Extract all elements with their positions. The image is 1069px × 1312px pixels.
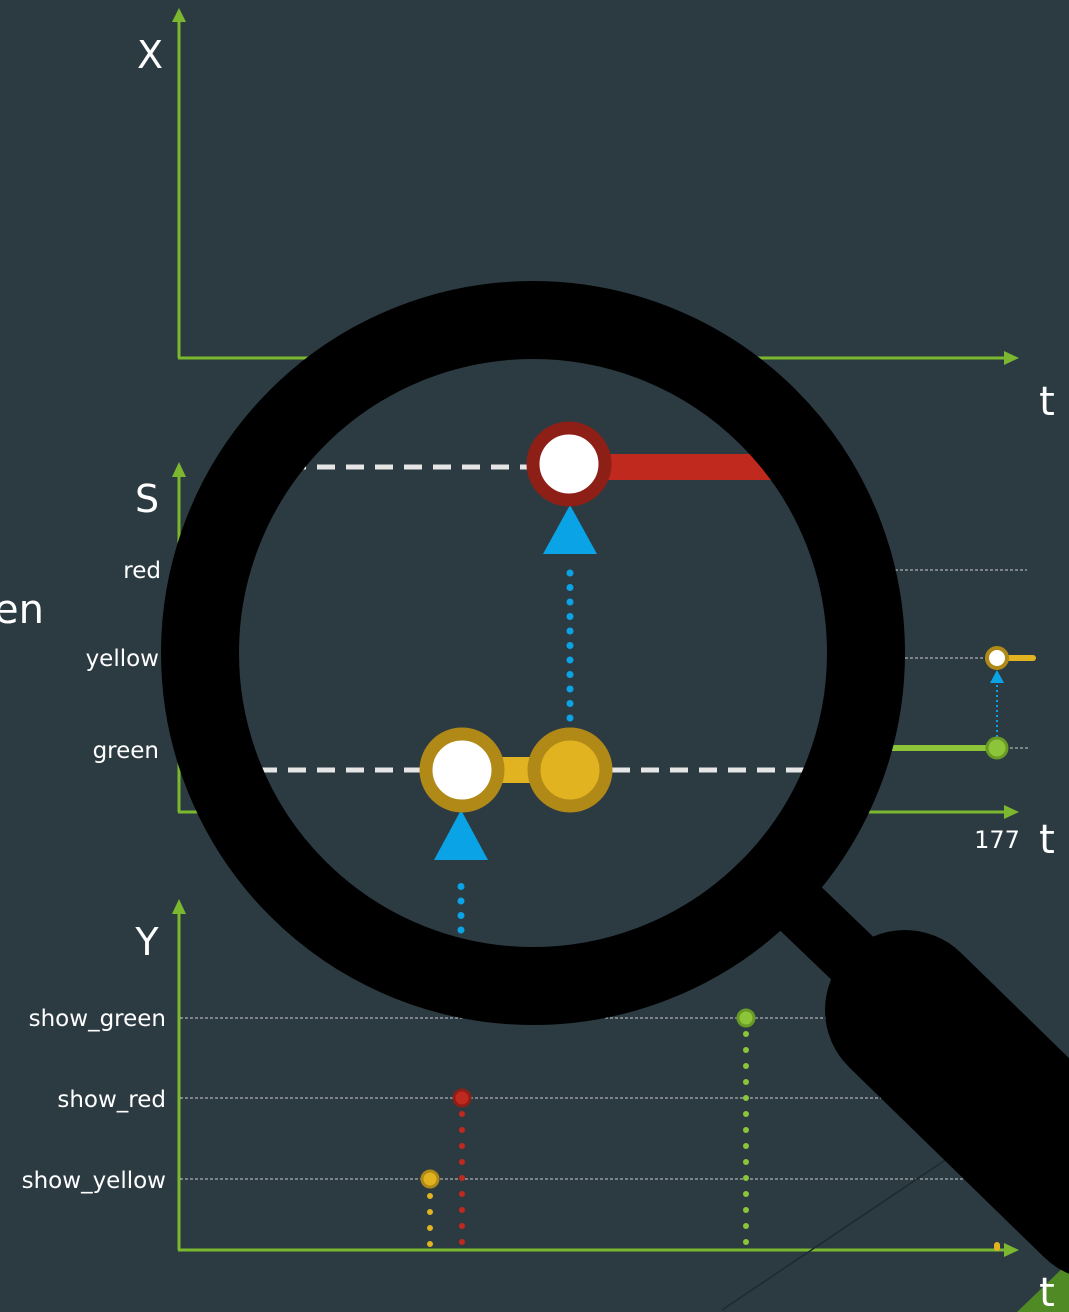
x-panel-axis-label: X (137, 33, 163, 77)
x-panel-t-arrow (1004, 351, 1019, 365)
event-marker-show-yellow (420, 1169, 440, 1189)
left-edge-text: en (0, 587, 44, 633)
s-panel-time-label: t (1039, 817, 1055, 863)
output-label-show-green: show_green (29, 1006, 166, 1032)
zoom-cue-arrow-lower (434, 810, 488, 860)
green-state-marker (985, 736, 1009, 760)
event-marker-show-green (736, 1008, 756, 1028)
s-panel-time-value: 177 (974, 826, 1020, 854)
x-panel-y-arrow (172, 8, 186, 22)
state-label-yellow: yellow (86, 646, 159, 672)
magnifier-lens (238, 358, 828, 948)
s-panel-y-arrow (172, 462, 186, 477)
y-panel-y-arrow (172, 899, 186, 914)
output-label-show-yellow: show_yellow (22, 1168, 166, 1194)
zoom-yellow-state-marker-start (419, 727, 505, 813)
x-panel-time-label: t (1039, 379, 1055, 425)
transition-cue-arrow (990, 670, 1004, 683)
magnifier-handle (825, 930, 1069, 1274)
magnifying-glass-icon (161, 281, 1069, 1274)
magnifier-rim (161, 281, 905, 1025)
y-panel-time-label: t (1039, 1270, 1055, 1312)
output-label-show-red: show_red (57, 1087, 166, 1113)
state-label-red: red (123, 558, 161, 584)
state-label-green: green (93, 738, 159, 764)
y-panel-axis-label: Y (134, 920, 159, 964)
s-panel-t-arrow (1004, 805, 1019, 819)
s-panel-axis-label: S (135, 477, 159, 521)
yellow-state-marker (985, 646, 1009, 670)
zoom-red-state-marker (526, 421, 612, 507)
corner-triangle (1017, 1262, 1069, 1312)
zoom-yellow-state-marker-end (527, 727, 613, 813)
y-panel: Y show_green show_red show_yellow t (22, 899, 1069, 1312)
y-panel-t-arrow (1004, 1243, 1019, 1257)
event-marker-show-red (452, 1088, 472, 1108)
zoom-cue-arrow-upper (543, 505, 597, 554)
